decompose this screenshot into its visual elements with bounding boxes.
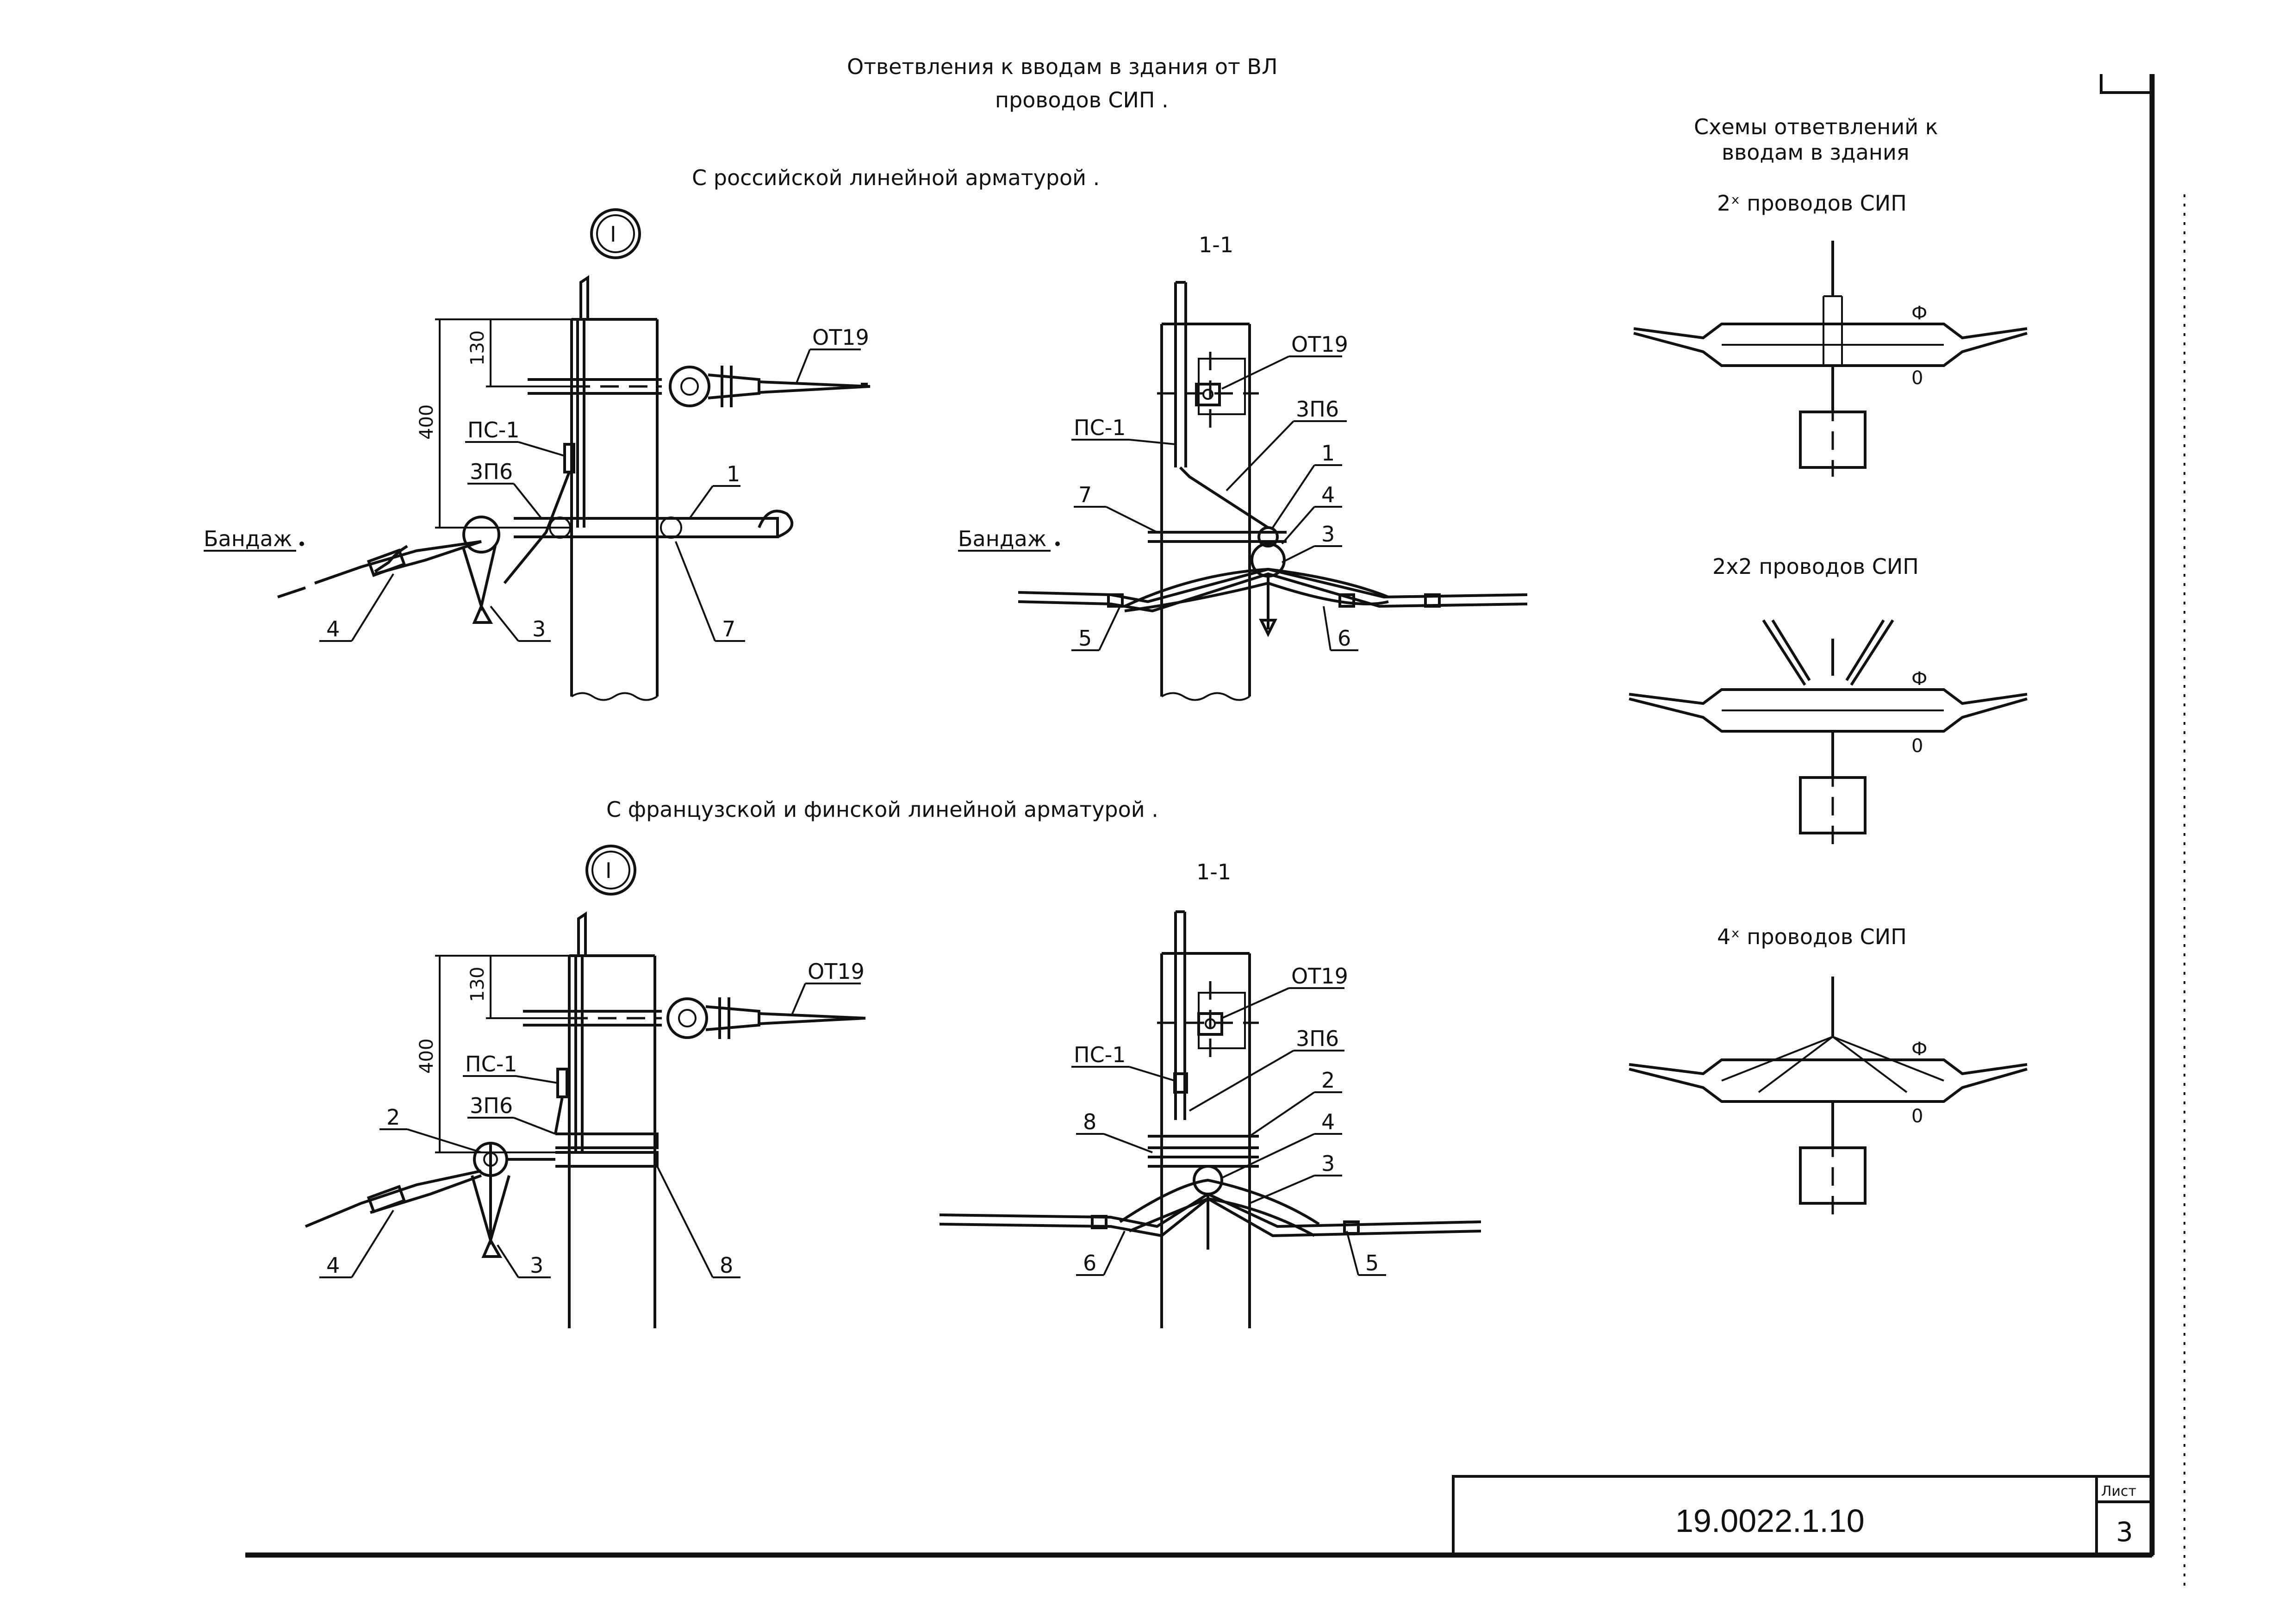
callout-bandage-2: Бандаж bbox=[958, 526, 1046, 551]
scheme-3-zero: 0 bbox=[1911, 1106, 1923, 1127]
section-mark-1: 1-1 bbox=[1199, 232, 1233, 257]
scheme-2-phase: Ф bbox=[1911, 668, 1927, 690]
panel-russian-node: I 400 130 ОТ19 bbox=[204, 208, 871, 701]
sheet-number: 3 bbox=[2116, 1516, 2133, 1548]
callout-zp6-1: 3П6 bbox=[470, 459, 513, 484]
schemes-title-2: вводам в здания bbox=[1722, 140, 1910, 165]
scheme-3-diagram: Ф 0 bbox=[1629, 977, 2028, 1217]
callout-6-4: 6 bbox=[1083, 1251, 1096, 1276]
dim-130-1: 130 bbox=[467, 330, 488, 366]
scheme-2-title: 2x2 проводов СИП bbox=[1712, 554, 1919, 579]
callout-ps1-3: ПС-1 bbox=[465, 1052, 517, 1076]
callout-4-3: 4 bbox=[326, 1253, 340, 1278]
callout-3-1: 3 bbox=[532, 616, 546, 641]
callout-3-4: 3 bbox=[1321, 1151, 1335, 1176]
callout-bandage-1: Бандаж bbox=[204, 526, 292, 551]
callout-ot19-1: ОТ19 bbox=[812, 325, 869, 350]
callout-1-1: 1 bbox=[727, 461, 740, 486]
callout-ot19-2: ОТ19 bbox=[1291, 332, 1348, 357]
callout-1-2: 1 bbox=[1321, 441, 1335, 466]
callout-ps1-4: ПС-1 bbox=[1074, 1042, 1126, 1067]
scheme-1-phase: Ф bbox=[1911, 303, 1927, 324]
callout-3-2: 3 bbox=[1321, 522, 1335, 547]
scheme-3-phase: Ф bbox=[1911, 1039, 1927, 1060]
callout-4-4: 4 bbox=[1321, 1109, 1335, 1134]
callout-zp6-2: 3П6 bbox=[1296, 397, 1339, 422]
scheme-1-zero: 0 bbox=[1911, 367, 1923, 389]
dim-400-2: 400 bbox=[416, 1039, 437, 1074]
header-line-1: Ответвления к вводам в здания от ВЛ bbox=[847, 54, 1278, 79]
callout-8-3: 8 bbox=[720, 1253, 733, 1278]
section-mark-2: 1-1 bbox=[1196, 859, 1231, 884]
callout-7-1: 7 bbox=[722, 616, 735, 641]
callout-8-4: 8 bbox=[1083, 1109, 1096, 1134]
callout-2-3: 2 bbox=[386, 1105, 400, 1130]
section-title-russian: С российской линейной арматурой . bbox=[692, 165, 1100, 190]
scheme-1-title: 2ˣ проводов СИП bbox=[1717, 191, 1907, 216]
node-mark-1: I bbox=[610, 222, 616, 247]
callout-zp6-3: 3П6 bbox=[470, 1093, 513, 1118]
scheme-1-diagram: Ф 0 bbox=[1633, 241, 2028, 477]
panel-french-node: I 400 130 ОТ19 ПС-1 3П6 2 4 bbox=[305, 845, 866, 1328]
section-title-french: С французской и финской линейной арматур… bbox=[606, 797, 1158, 822]
callout-ps1-2: ПС-1 bbox=[1074, 415, 1126, 440]
callout-4-1: 4 bbox=[326, 616, 340, 641]
drawing-code: 19.0022.1.10 bbox=[1675, 1503, 1865, 1539]
scheme-2-zero: 0 bbox=[1911, 735, 1923, 757]
dim-130-2: 130 bbox=[467, 967, 488, 1002]
callout-ot19-4: ОТ19 bbox=[1291, 964, 1348, 989]
callout-5-2: 5 bbox=[1078, 626, 1092, 651]
callout-5-4: 5 bbox=[1365, 1251, 1379, 1276]
sheet-label: Лист bbox=[2101, 1483, 2136, 1500]
node-mark-2: I bbox=[605, 858, 612, 883]
header-line-2: проводов СИП . bbox=[995, 87, 1169, 112]
title-block: 19.0022.1.10 Лист 3 bbox=[1452, 1475, 2153, 1556]
callout-2-4: 2 bbox=[1321, 1068, 1335, 1093]
schemes-title-1: Схемы ответвлений к bbox=[1694, 114, 1938, 139]
callout-4-2: 4 bbox=[1321, 482, 1335, 507]
callout-6-2: 6 bbox=[1338, 626, 1351, 651]
scheme-2-diagram: Ф 0 bbox=[1629, 619, 2028, 847]
callout-3-3: 3 bbox=[530, 1253, 543, 1278]
panel-russian-section: 1-1 ОТ19 ПС-1 3П6 1 7 4 3 Бандаж bbox=[958, 232, 1528, 701]
scheme-3-title: 4ˣ проводов СИП bbox=[1717, 924, 1907, 949]
branch-schemes: Схемы ответвлений к вводам в здания 2ˣ п… bbox=[1629, 114, 2028, 1217]
callout-ps1-1: ПС-1 bbox=[467, 417, 520, 442]
callout-7-2: 7 bbox=[1078, 482, 1092, 507]
callout-ot19-3: ОТ19 bbox=[808, 959, 865, 984]
sheet-frame bbox=[245, 74, 2185, 1592]
panel-french-section: 1-1 ОТ19 ПС-1 3П6 2 8 4 3 6 5 bbox=[939, 859, 1481, 1328]
callout-zp6-4: 3П6 bbox=[1296, 1026, 1339, 1051]
dim-400-1: 400 bbox=[416, 404, 437, 440]
